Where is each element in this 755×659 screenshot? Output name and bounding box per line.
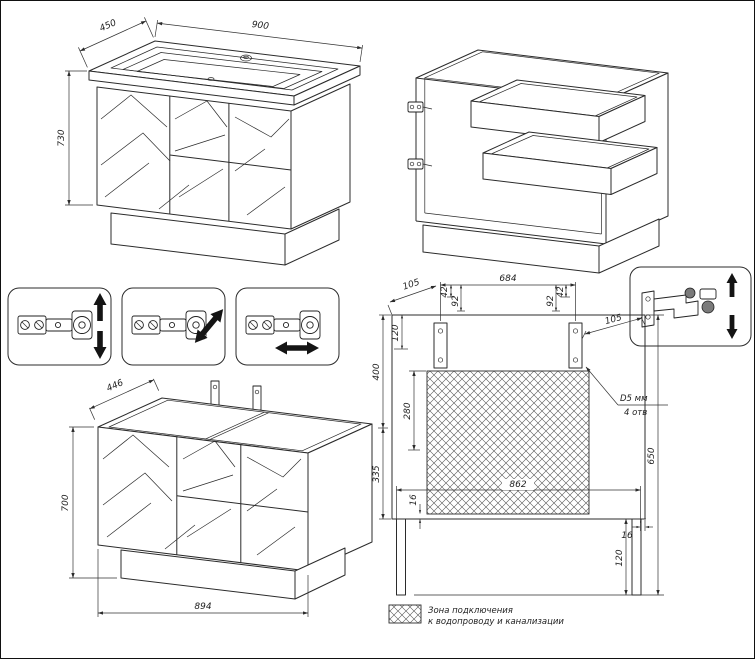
dim-label-105-right: 105 (604, 313, 623, 327)
hinge-icon (131, 310, 207, 340)
dim-offset-right-105: 105 (581, 313, 646, 340)
cabinet-internal-view (407, 49, 669, 274)
dim-upper-400: 400 (372, 314, 391, 429)
dim-rail-holes-right: 92 42 (546, 284, 570, 312)
dim-height-700: 700 (61, 426, 117, 579)
hinge-hardware-top (407, 101, 433, 113)
legend: Зона подключения к водопроводу и канализ… (388, 604, 564, 627)
dim-rail-holes-left: 42 92 (440, 284, 465, 312)
dim-rail-top-120: 120 (391, 314, 408, 350)
arrow-down-icon (726, 315, 738, 339)
dim-label-684: 684 (499, 274, 516, 284)
cabinet-front-view: 450 900 730 (57, 17, 363, 266)
hinge-icon (17, 310, 93, 340)
door-pattern (102, 434, 302, 556)
dim-lower-335: 335 (372, 427, 391, 520)
dim-total-650: 650 (646, 314, 664, 596)
cabinet-plinth (120, 547, 346, 600)
dim-label-862: 862 (509, 480, 526, 490)
dim-zone-gap-16: 16 (409, 494, 422, 529)
arrow-down-icon (93, 331, 107, 359)
dim-width-894: 894 (97, 549, 309, 617)
arrow-horizontal-icon (275, 341, 319, 355)
hinge-adjust-vertical (7, 287, 112, 366)
mounting-rail-right (568, 322, 583, 369)
cabinet-plinth (422, 218, 660, 274)
plumbing-connection-zone (426, 370, 590, 515)
dim-height-730: 730 (57, 70, 93, 206)
legend-hatch-swatch (388, 604, 422, 624)
faucet-hole (240, 54, 252, 62)
cabinet-body (97, 423, 373, 572)
holes-note-line2: 4 отв (624, 408, 647, 418)
dim-label-92-right: 92 (546, 295, 556, 307)
cabinet-plinth (110, 208, 340, 266)
dim-label-16-left: 16 (409, 494, 419, 506)
dim-label-42-right: 42 (556, 286, 566, 298)
hinge-adjustment-diagrams (7, 287, 340, 366)
legend-text-line2: к водопроводу и канализации (428, 617, 564, 627)
cabinet-back-outline (391, 314, 646, 520)
dim-label-120-bottom: 120 (615, 549, 625, 566)
dim-label-92-left: 92 (451, 295, 461, 307)
dim-label-120-top: 120 (391, 324, 401, 341)
cabinet-body (96, 83, 351, 230)
arrow-up-icon (93, 293, 107, 321)
arrow-up-icon (726, 273, 738, 297)
hinge-icon (245, 310, 321, 340)
wall-mounting-diagram: 684 105 105 42 92 92 42 (372, 274, 668, 627)
dim-label-16-right: 16 (621, 531, 633, 541)
dim-label-650: 650 (647, 447, 657, 464)
dim-label-42-left: 42 (440, 286, 450, 298)
mounting-rail-left (433, 322, 448, 369)
dim-label-280: 280 (403, 402, 413, 419)
cabinet-legs (396, 518, 664, 596)
dim-zone-280: 280 (403, 370, 426, 451)
cabinet-open-top-view: 446 700 894 (61, 378, 373, 617)
dim-label-105-left: 105 (402, 277, 422, 292)
dim-label-400: 400 (372, 363, 382, 380)
dim-label-730: 730 (57, 129, 67, 146)
dim-width-900: 900 (154, 19, 363, 63)
upper-drawer (470, 79, 646, 143)
hinge-adjust-side (235, 287, 340, 366)
dim-label-450: 450 (98, 18, 118, 34)
dim-label-446: 446 (105, 378, 125, 394)
dim-bottom-862: 862 (396, 479, 641, 523)
dim-label-700: 700 (61, 494, 71, 511)
dim-label-900: 900 (251, 20, 270, 32)
dim-label-335: 335 (372, 465, 382, 482)
dim-rail-span-684: 684 (440, 274, 576, 321)
holes-note: D5 мм 4 отв (585, 366, 668, 418)
legend-text-line1: Зона подключения (428, 606, 513, 616)
holes-note-line1: D5 мм (620, 394, 648, 404)
hinge-hardware-bottom (407, 158, 433, 170)
door-pattern (100, 94, 290, 216)
sink-countertop (88, 40, 361, 106)
dim-leg-120: 120 (615, 518, 646, 596)
hinge-adjust-depth (121, 287, 229, 366)
dim-label-894: 894 (194, 602, 211, 612)
drain-hole (207, 77, 215, 81)
lower-drawer (482, 131, 658, 195)
dim-offset-left-105: 105 (387, 277, 437, 316)
